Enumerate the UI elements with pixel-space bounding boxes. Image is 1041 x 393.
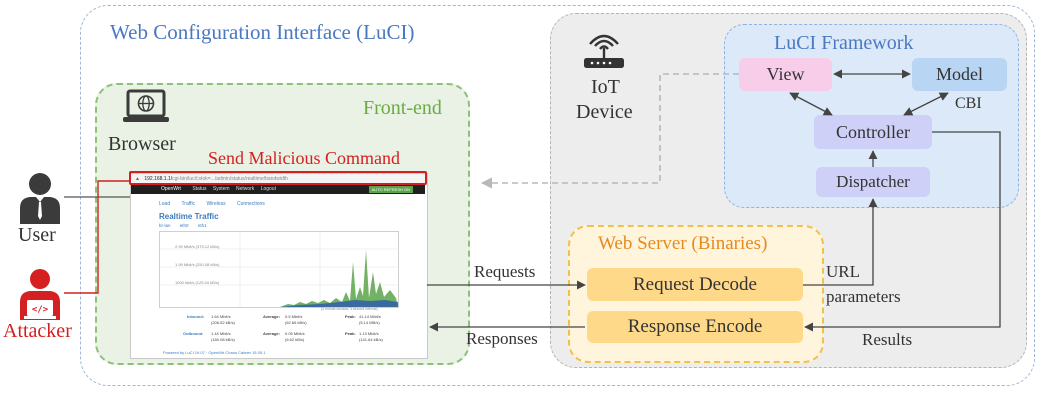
results-label: Results [862,330,913,349]
browser-label: Browser [108,133,176,155]
warning-icon: ▲ [135,176,140,182]
stat-current: 1.44 Mbit/s [211,331,231,336]
dispatcher-node: Dispatcher [816,167,930,197]
subtab-eth0[interactable]: eth0 [179,223,189,228]
stat-peak: 1.13 Mbit/s [359,331,379,336]
inbound-traffic-area [280,250,398,307]
stat-peak: 41.14 Mbit/s [359,314,381,319]
svg-text:</>: </> [32,305,49,315]
model-node: Model [912,58,1007,91]
iot-label-line1: IoT [591,76,620,98]
attacker-connector [64,180,130,294]
nav-network[interactable]: Network [235,186,255,192]
stat-average: 0.5 Mbit/s [285,314,303,319]
user-label: User [18,224,56,246]
requests-label: Requests [474,262,536,281]
openwrt-brand[interactable]: OpenWrt [161,186,181,192]
web-config-title: Web Configuration Interface (LuCI) [110,20,415,44]
parameters-label: parameters [826,287,901,306]
response-encode-node: Response Encode [587,311,803,343]
nav-logout[interactable]: Logout [260,186,276,192]
refresh-badge[interactable]: AUTO REFRESH ON [368,186,413,193]
stat-peak-label: Peak: [345,331,356,336]
view-to-browser-arrow [480,73,739,189]
stat-average-label: Average: [263,314,280,319]
url-parameters-arrow [803,198,878,286]
cbi-label: CBI [955,95,982,112]
realtime-traffic-heading: Realtime Traffic [159,212,219,221]
subtab-eth1[interactable]: eth1 [197,223,207,228]
subtab-br-lan[interactable]: br-lan [159,223,171,228]
grid-label-3: 1000 kbit/s (125.04 kB/s) [175,280,220,285]
nav-system[interactable]: System [212,186,230,192]
stat-average-label: Average: [263,331,280,336]
request-decode-node: Request Decode [587,268,803,301]
grid-label-1: 2.99 Mbit/s (375.12 kB/s) [175,244,220,249]
malicious-url-highlight [129,171,427,185]
user-icon [18,172,62,224]
controller-node: Controller [814,115,932,149]
router-icon [581,30,627,70]
openwrt-subtabs: br-lan eth0 eth1 [159,223,207,228]
stat-current-kb: (206.52 kB/s) [211,320,235,325]
openwrt-tabs: Load Traffic Wireless Connections [159,201,265,207]
stats-row-outbound: Outbound: 1.44 Mbit/s (180.08 kB/s) Aver… [159,331,399,345]
view-node: View [739,58,832,91]
view-controller-arrow [789,92,833,116]
stat-label: Outbound: [183,331,204,336]
model-controller-arrow [903,92,949,116]
tab-traffic[interactable]: Traffic [181,201,196,207]
stats-row-inbound: Inbound: 1.64 Mbit/s (206.52 kB/s) Avera… [159,314,399,328]
stat-current: 1.64 Mbit/s [211,314,231,319]
stat-average: 0.05 Mbit/s [285,331,305,336]
attacker-icon: </> [16,268,64,320]
nav-status[interactable]: Status [192,186,207,192]
tab-wireless[interactable]: Wireless [206,201,226,207]
luci-framework-title: LuCI Framework [774,32,914,54]
stat-peak-label: Peak: [345,314,356,319]
stat-peak-kb: (141.64 kB/s) [359,337,383,342]
stat-current-kb: (180.08 kB/s) [211,337,235,342]
browser-icon [122,88,170,128]
tab-load[interactable]: Load [159,201,171,207]
stat-peak-kb: (5.14 MB/s) [359,320,380,325]
openwrt-footer[interactable]: Powered by LuCI 19.07 · OpenWrt Chaos Ca… [163,350,266,355]
web-server-title: Web Server (Binaries) [598,233,768,254]
attacker-label: Attacker [3,320,72,342]
stat-average-kb: (62.66 kB/s) [285,320,307,325]
web-config-region [80,5,1035,386]
traffic-chart [159,231,399,308]
openwrt-header: OpenWrt Status System Network Logout AUT… [131,185,425,194]
outbound-traffic-area [280,300,398,307]
url-prefix: 192.168.1.1/ [144,176,173,182]
responses-label: Responses [466,329,538,348]
tab-connections[interactable]: Connections [237,201,265,207]
url-bar[interactable]: ▲ 192.168.1.1/cgi-bin/luci/;stok=.../adm… [131,174,425,184]
url-label: URL [826,262,860,281]
frontend-title: Front-end [363,97,442,119]
iot-label-line2: Device [576,101,633,123]
results-arrow [804,131,1001,332]
grid-label-2: 1.99 Mbit/s (250.08 kB/s) [175,262,220,267]
send-malicious-label: Send Malicious Command [208,148,400,168]
url-rest: cgi-bin/luci/;stok=.../admin/status/real… [172,176,288,182]
stat-average-kb: (6.62 kB/s) [285,337,305,342]
stat-label: Inbound: [187,314,205,319]
window-note: (3 minute window, 3 second interval) [321,307,378,311]
openwrt-screenshot: ▲ 192.168.1.1/cgi-bin/luci/;stok=.../adm… [130,173,428,359]
